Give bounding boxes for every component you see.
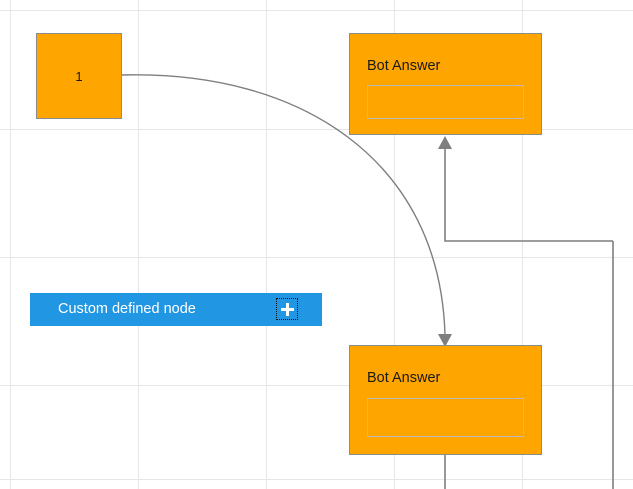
bot-answer-node-top[interactable]: Bot Answer (349, 33, 542, 135)
bot-answer-node-bottom-field[interactable] (367, 398, 524, 437)
grid-line-horizontal (0, 257, 633, 258)
custom-defined-node-bar[interactable]: Custom defined node (30, 293, 322, 326)
grid-line-vertical (138, 0, 139, 489)
edge-right-to-bot-answer-top[interactable] (438, 136, 613, 242)
bot-answer-node-bottom-title: Bot Answer (367, 370, 441, 386)
grid-line-horizontal (0, 479, 633, 480)
bot-answer-node-top-title: Bot Answer (367, 58, 441, 74)
grid-line-vertical (10, 0, 11, 489)
add-node-button[interactable] (276, 298, 298, 320)
grid-line-vertical (266, 0, 267, 489)
bot-answer-node-bottom[interactable]: Bot Answer (349, 345, 542, 455)
grid-line-horizontal (0, 10, 633, 11)
bot-answer-node-top-field[interactable] (367, 85, 524, 119)
custom-defined-node-label: Custom defined node (58, 301, 196, 318)
node-one-label: 1 (75, 68, 83, 84)
arrowhead-up-icon (438, 136, 452, 149)
node-one[interactable]: 1 (36, 33, 122, 119)
plus-icon (280, 302, 294, 316)
